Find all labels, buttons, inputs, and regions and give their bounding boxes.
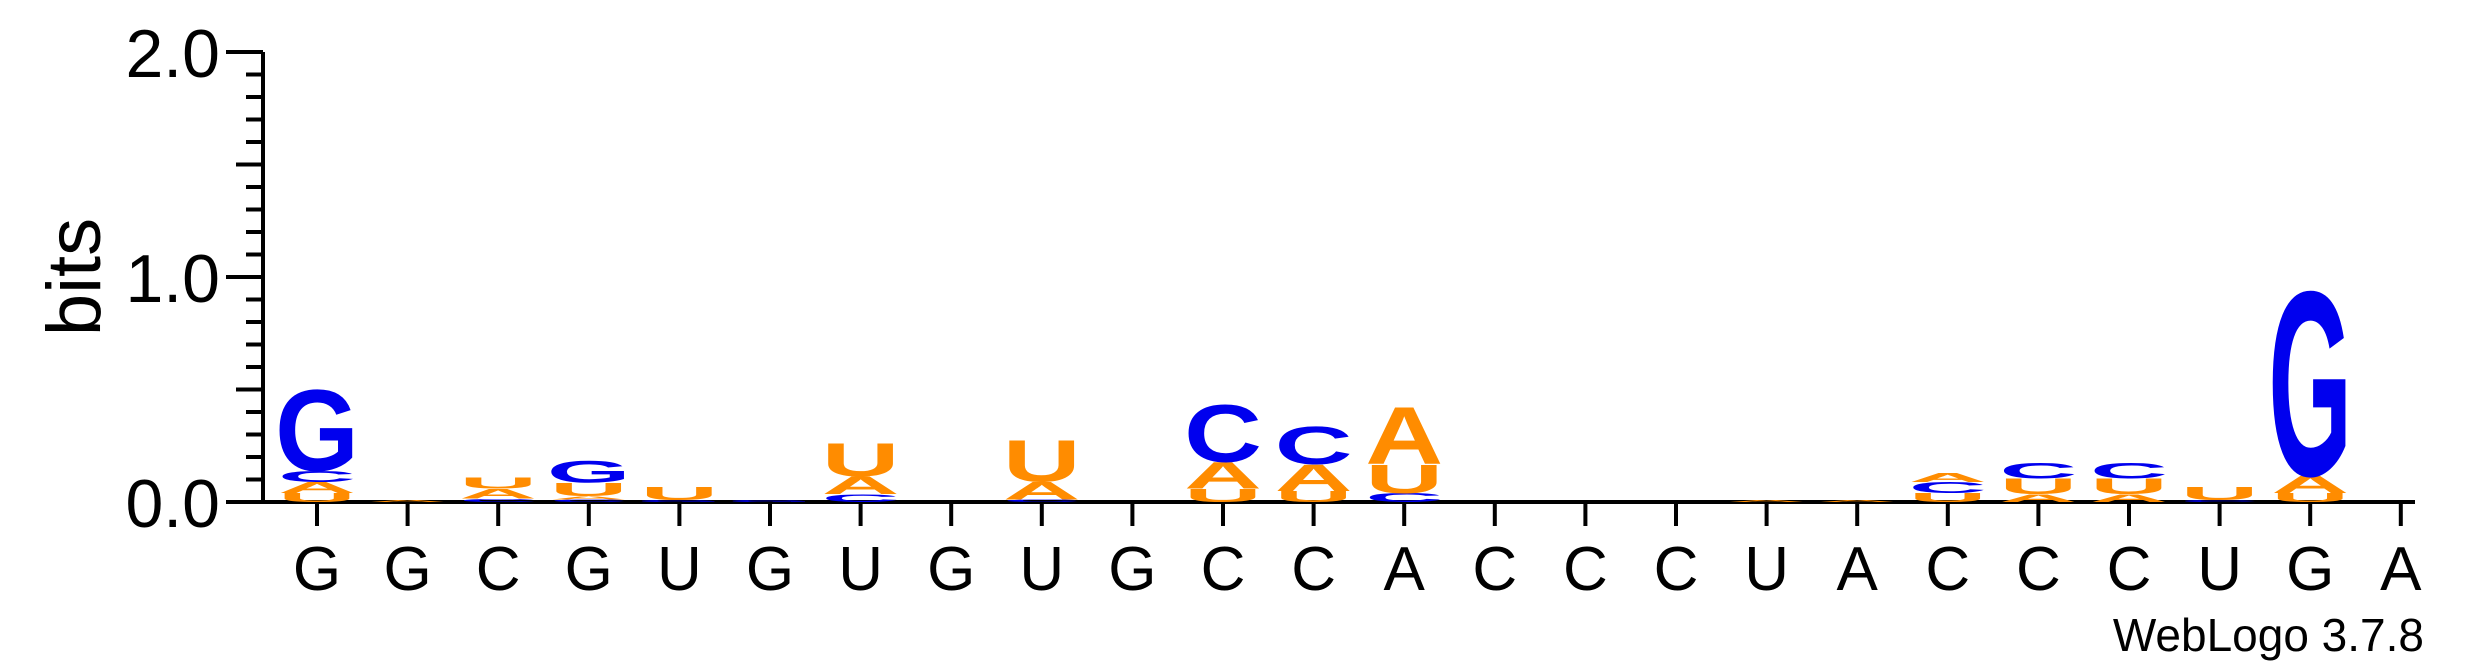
logo-letter-A: A (278, 479, 356, 497)
logo-letter-A: A (459, 486, 537, 502)
logo-letter-C: C (2090, 459, 2168, 483)
x-tick-label: C (1291, 535, 1336, 604)
logo-letter-U: U (2271, 491, 2349, 505)
logo-letter-U: U (1909, 491, 1987, 505)
y-tick-label: 2.0 (125, 16, 220, 92)
logo-letter-C: C (1909, 479, 1987, 497)
y-tick-label: 1.0 (125, 241, 220, 317)
x-tick-label: U (838, 535, 883, 604)
x-tick-label: C (476, 535, 521, 604)
y-tick-label: 0.0 (125, 466, 220, 542)
logo-letter-C: C (1365, 491, 1443, 505)
x-tick-label: C (1563, 535, 1608, 604)
x-tick-label: G (927, 535, 975, 604)
x-tick-label: A (1837, 535, 1879, 604)
logo-letter-C: C (278, 468, 356, 486)
logo-letter-G: G (547, 454, 631, 489)
x-tick-label: A (1384, 535, 1426, 604)
x-tick-label: G (2286, 535, 2334, 604)
y-axis (226, 50, 265, 504)
logo-letter-A: A (369, 499, 447, 503)
x-tick-label: G (383, 535, 431, 604)
logo-letter-U: U (550, 479, 628, 500)
logo-letter-C: C (459, 498, 537, 503)
logo-letter-U: U (2000, 475, 2078, 499)
x-tick-label: C (1201, 535, 1246, 604)
logo-letter-A: A (2000, 492, 2078, 504)
logo-letter-C: C (1275, 416, 1353, 476)
logo-letter-C: C (2000, 459, 2078, 483)
x-axis (261, 500, 2415, 526)
logo-letter-U: U (641, 483, 719, 504)
x-tick-label: C (2016, 535, 2061, 604)
logo-letter-A: A (1909, 471, 1987, 485)
logo-letter-C: C (1003, 499, 1081, 503)
logo-letter-A: A (1818, 500, 1896, 503)
logo-letter-C: C (550, 499, 628, 503)
logo-letter-A: A (1275, 457, 1353, 499)
y-tick-labels: 0.0 1.0 2.0 (125, 16, 220, 542)
x-tick-label: C (1654, 535, 1699, 604)
logo-letter-U: U (459, 474, 537, 492)
logo-letter-G: G (728, 500, 812, 503)
weblogo-credit: WebLogo 3.7.8 (2113, 609, 2424, 661)
x-tick-label: G (746, 535, 794, 604)
x-tick-label: U (2197, 535, 2242, 604)
logo-letter-A: A (1728, 500, 1806, 503)
logo-letter-C: C (2181, 499, 2259, 503)
x-tick-label: C (2107, 535, 2152, 604)
y-axis-label: bits (32, 218, 117, 336)
x-tick-label: C (1472, 535, 1517, 604)
x-tick-label: U (657, 535, 702, 604)
x-tick-label: G (293, 535, 341, 604)
logo-letter-A: A (1003, 476, 1081, 504)
logo-letter-C: C (1184, 388, 1262, 479)
logo-letter-U: U (2181, 483, 2259, 504)
logo-letter-U: U (822, 434, 900, 487)
logo-letter-A: A (2090, 492, 2168, 504)
logo-letter-A: A (822, 471, 900, 499)
logo-letter-A: A (1184, 455, 1262, 497)
logo-letter-G: G (638, 499, 722, 503)
logo-letter-A: A (2271, 470, 2349, 498)
logo-letter-G: G (2268, 237, 2352, 532)
logo-letter-U: U (1275, 488, 1353, 506)
logo-letter-C: C (822, 492, 900, 504)
logo-letter-U: U (2090, 475, 2168, 499)
logo-letter-A: A (550, 495, 628, 500)
logo-letter-G: G (275, 366, 359, 496)
x-tick-label: A (2380, 535, 2422, 604)
x-tick-label: C (1925, 535, 1970, 604)
logo-letter-U: U (1365, 456, 1443, 502)
x-tick-label: U (1744, 535, 1789, 604)
logo-letter-U: U (1184, 485, 1262, 506)
x-tick-label: G (1108, 535, 1156, 604)
x-tick-label: G (565, 535, 613, 604)
logo-letter-U: U (278, 491, 356, 505)
logo-letter-A: A (1365, 390, 1443, 481)
x-tick-label: U (1019, 535, 1064, 604)
logo-letter-U: U (1003, 428, 1081, 495)
